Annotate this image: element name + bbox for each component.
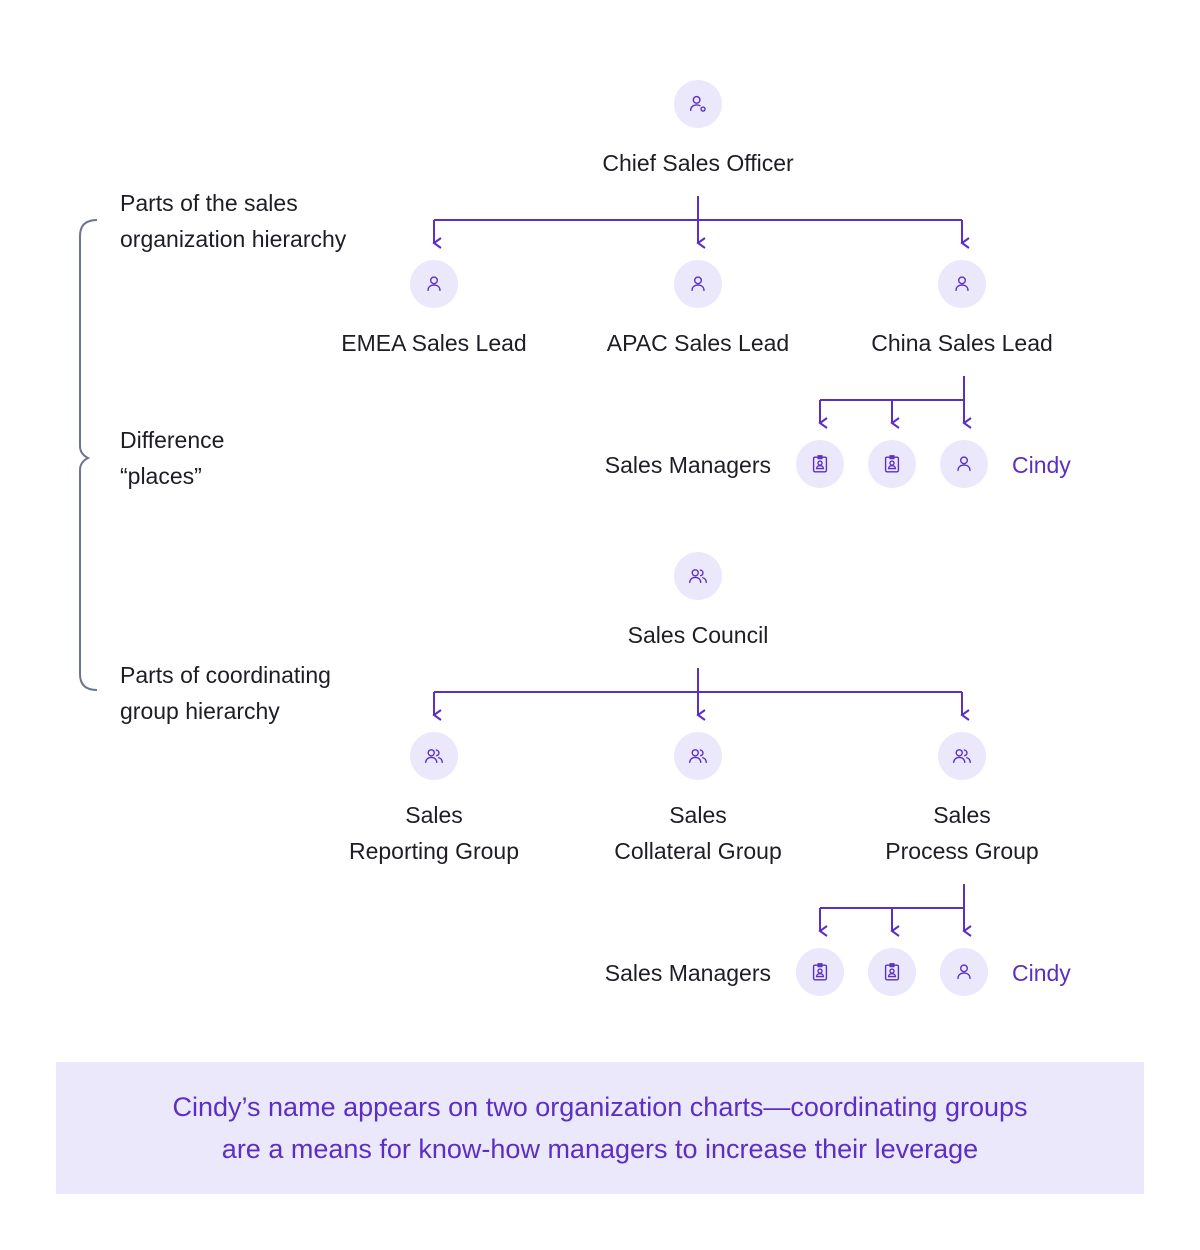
coordinating-hierarchy-label: Parts of coordinating group hierarchy [120,662,331,724]
id-badge-icon [868,948,916,996]
sales-reporting-group-label: Sales Reporting Group [348,802,520,864]
caption-line: Cindy’s name appears on two organization… [172,1092,1028,1122]
apac-sales-lead-label: APAC Sales Lead [606,330,790,356]
id-badge-icon [796,948,844,996]
process-group-connector [818,884,972,937]
emea-sales-lead-label: EMEA Sales Lead [341,330,527,356]
sales-hierarchy-label: Parts of the sales organization hierarch… [120,190,347,252]
china-sales-lead-label: China Sales Lead [871,330,1053,356]
sales-council-label: Sales Council [627,622,769,648]
users-icon [674,552,722,600]
chief-sales-officer-label: Chief Sales Officer [602,150,794,176]
user-icon [674,260,722,308]
user-icon [410,260,458,308]
users-icon [938,732,986,780]
sales-managers-label: Sales Managers [604,452,771,478]
users-icon [410,732,458,780]
users-icon [674,732,722,780]
caption-banner: Cindy’s name appears on two organization… [56,1062,1144,1194]
sales-process-group-label: Sales Process Group [885,802,1039,864]
id-badge-icon [796,440,844,488]
cindy-label: Cindy [1012,452,1071,478]
id-badge-icon [868,440,916,488]
cso-connector [432,196,970,249]
sales-managers-label: Sales Managers [604,960,771,986]
user-icon [940,440,988,488]
council-connector [432,668,970,721]
difference-label: Difference “places” [120,427,225,489]
user-icon [938,260,986,308]
caption-line: are a means for know-how managers to inc… [221,1134,979,1164]
cindy-label: Cindy [1012,960,1071,986]
china-lead-connector [818,376,972,429]
curly-bracket [79,219,98,691]
user-gear-icon [674,80,722,128]
user-icon [940,948,988,996]
sales-collateral-group-label: Sales Collateral Group [614,802,782,864]
